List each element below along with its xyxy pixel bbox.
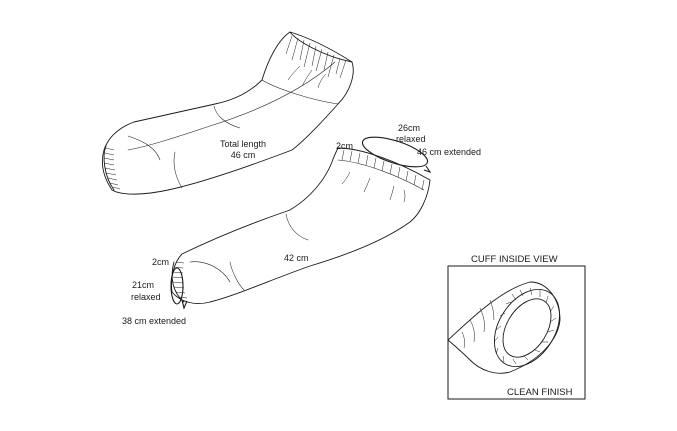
upper-sleeve: [101, 31, 354, 195]
top-extended-label: 46 cm extended: [417, 147, 482, 157]
lower-sleeve: [171, 147, 431, 304]
top-relaxed-label: relaxed: [396, 134, 426, 144]
top-band-width: 2cm: [336, 141, 354, 151]
cuff-relaxed-value: 21cm: [132, 280, 155, 290]
total-length-label: Total length: [219, 139, 267, 149]
inset-title: CUFF INSIDE VIEW: [471, 254, 558, 265]
cuff-relaxed-label: relaxed: [131, 292, 161, 302]
cuff-extended-label: 38 cm extended: [122, 316, 187, 326]
inset-caption: CLEAN FINISH: [507, 387, 573, 398]
sleeve-length-label: 42 cm: [284, 253, 309, 263]
top-opening-dimension: [361, 136, 432, 174]
total-length-value: 46 cm: [230, 150, 256, 160]
cuff-dimension: [170, 267, 188, 310]
cuff-inside-illustration: [447, 281, 561, 374]
cuff-band-width: 2cm: [152, 257, 170, 267]
inset-frame: [447, 265, 586, 400]
top-relaxed-value: 26cm: [398, 123, 421, 133]
